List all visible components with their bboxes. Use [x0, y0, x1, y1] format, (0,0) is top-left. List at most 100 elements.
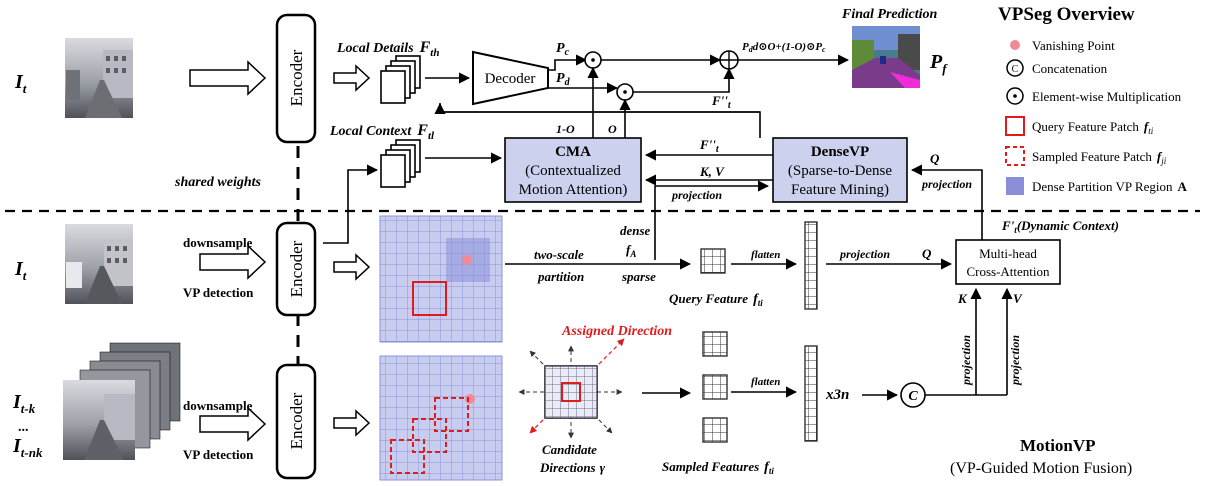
sampled-patch-2	[412, 418, 447, 453]
pd-label: Pd	[556, 71, 571, 88]
dynamic-context-to-densevp	[910, 164, 983, 240]
sampled-feature-grid-1	[702, 331, 728, 357]
projection-mid-label: projection	[671, 188, 722, 202]
encoder-to-local-context	[323, 164, 379, 244]
sampled-feature-grid-3	[702, 417, 728, 443]
x3n-label: x3n	[825, 387, 849, 403]
downsample-label-2: downsample	[183, 398, 253, 413]
legend-elementwise-dot	[1013, 94, 1017, 98]
vp-detection-label-2: VP detection	[183, 447, 254, 462]
hollow-arrow-2	[333, 64, 371, 92]
input-it-mid-label: It	[14, 258, 27, 283]
line-to-sum-2	[633, 67, 735, 93]
local-details-stack	[380, 55, 421, 104]
flatten-label-2: flatten	[751, 376, 780, 388]
encoder-bottom-label: Encoder	[287, 392, 306, 449]
legend-concat-label: Concatenation	[1032, 61, 1108, 76]
sampled-patch-3	[390, 439, 425, 474]
legend-vp-label: Vanishing Point	[1032, 38, 1115, 53]
candidate-directions-diagram	[518, 338, 625, 439]
candidate-label: Candidate	[542, 442, 597, 457]
query-feature-grid	[700, 248, 726, 274]
flatten-label-1: flatten	[751, 249, 780, 261]
cma-title: CMA	[555, 144, 591, 160]
encoder-top	[275, 13, 317, 144]
fa-label: fA	[626, 242, 636, 259]
input-frame-mid	[65, 224, 133, 304]
f2t-mid-label: F''t	[699, 137, 720, 155]
hollow-arrow-3	[199, 244, 267, 280]
legend-concat-c: C	[1012, 64, 1019, 75]
hollow-arrow-6	[333, 409, 371, 437]
partition-label: partition	[537, 269, 584, 284]
encoder-mid	[275, 221, 317, 317]
legend-dense-region-icon	[1006, 177, 1024, 195]
decoder-label: Decoder	[485, 71, 536, 87]
legend: Vanishing Point C Concatenation Element-…	[1005, 38, 1187, 195]
final-prediction-title: Final Prediction	[841, 7, 938, 22]
q-label: Q	[922, 246, 932, 261]
projection-q-label: projection	[839, 247, 890, 261]
legend-concat-icon	[1006, 59, 1024, 77]
pf-label: Pf	[929, 51, 948, 76]
legend-elementwise-label: Element-wise Multiplication	[1032, 89, 1182, 104]
query-patch	[412, 281, 447, 316]
concat-op-label: C	[908, 389, 918, 404]
sampled-feature-grid-2	[702, 374, 728, 400]
input-itk-label: It-k	[12, 391, 36, 416]
densevp-module	[772, 137, 908, 203]
local-context-stack	[380, 139, 421, 188]
o-label: O	[608, 122, 617, 136]
fusion-formula: Pdd⊙O+(1-O)⊙Pc	[742, 41, 826, 54]
legend-vp-dot	[1010, 40, 1020, 50]
legend-sampled-patch-icon	[1005, 146, 1025, 166]
cma-module	[504, 137, 642, 203]
densevp-line2: Feature Mining)	[791, 182, 889, 198]
hollow-arrow-1	[189, 60, 267, 96]
input-dots: ...	[18, 420, 29, 435]
k-label: K	[957, 291, 968, 306]
elementwise-dot-1	[591, 58, 595, 62]
vpseg-title: VPSeg Overview	[998, 4, 1135, 25]
f2t-top-label: F''t	[711, 93, 732, 111]
dense-label: dense	[620, 223, 651, 238]
v-label: V	[1013, 291, 1023, 306]
multihead-cross-attention	[955, 239, 1061, 285]
encoder-top-label: Encoder	[287, 49, 306, 106]
flattened-query-column	[804, 221, 818, 310]
sparse-label: sparse	[621, 269, 656, 284]
assigned-direction-label: Assigned Direction	[561, 324, 672, 339]
pc-label: Pc	[556, 41, 570, 58]
hollow-arrow-5	[199, 406, 267, 442]
sampled-patch-1	[434, 397, 469, 432]
hollow-arrow-4	[333, 253, 371, 281]
flattened-sampled-column	[804, 345, 818, 442]
encoder-bottom	[275, 363, 317, 480]
f2t-feedback-line	[439, 103, 761, 138]
cma-line1: (Contextualized	[525, 163, 621, 179]
proj-k-label: projection	[959, 335, 973, 386]
vp-point-2	[465, 394, 475, 404]
mhca-line1: Multi-head	[979, 246, 1037, 261]
kv-label: K, V	[699, 164, 725, 179]
densevp-title: DenseVP	[811, 144, 869, 160]
two-scale-label: two-scale	[534, 247, 584, 262]
motionvp-title: MotionVP	[1020, 436, 1096, 455]
cma-line2: Motion Attention)	[519, 182, 628, 198]
encoder-mid-label: Encoder	[287, 240, 306, 297]
pc-line	[548, 54, 588, 71]
input-itnk-label: It-nk	[12, 435, 43, 460]
dynamic-context-label: F't(Dynamic Context)	[1001, 218, 1119, 235]
proj-v-label: projection	[1008, 335, 1022, 386]
vp-point-1	[462, 255, 472, 265]
q-top-label: Q	[930, 151, 940, 166]
input-frames-stack	[63, 342, 181, 460]
input-it-label: It	[14, 71, 27, 96]
